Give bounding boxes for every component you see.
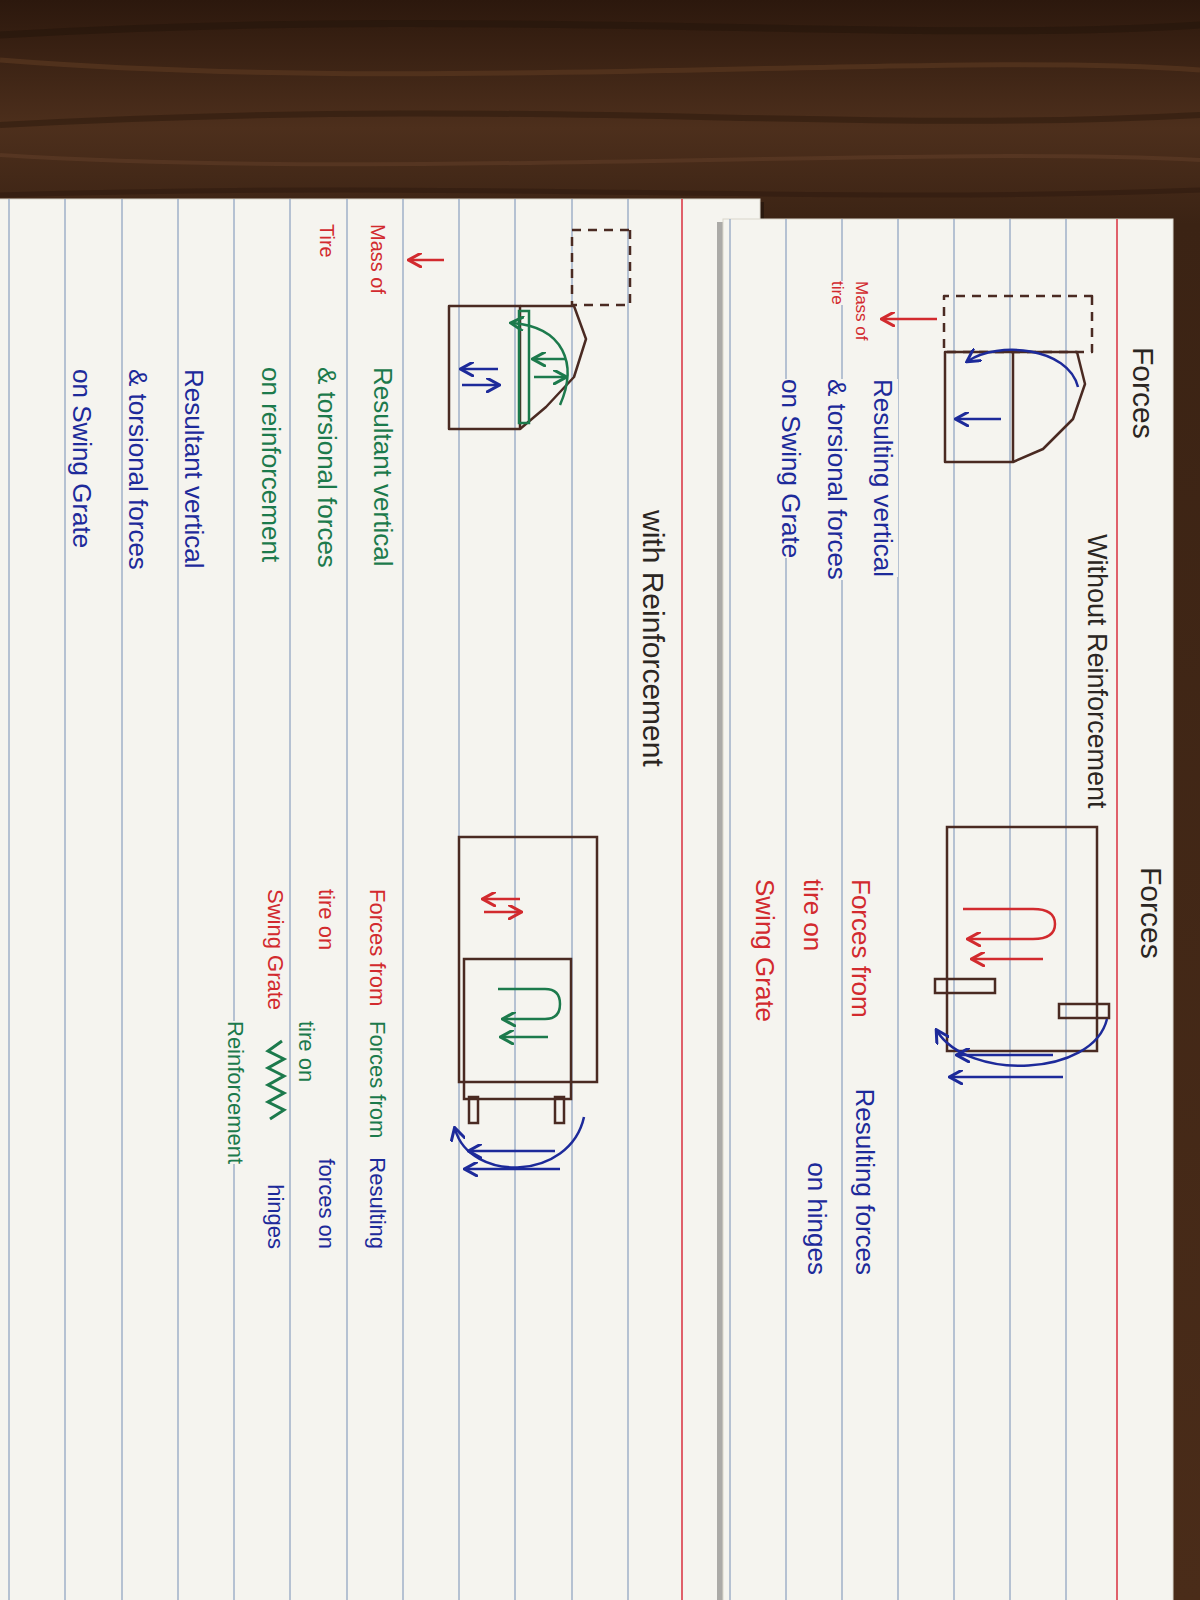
force-arrow — [462, 368, 498, 371]
force-label: Resulting forces on hinges — [802, 1089, 880, 1275]
force-arrow — [973, 958, 1043, 961]
red-rule — [1116, 219, 1118, 1600]
card-subheading: Without Reinforcement — [1082, 534, 1112, 809]
force-label-slot: Resultant vertical & torsional forces on… — [54, 369, 222, 570]
force-arrow — [534, 358, 565, 361]
wood-grain-line — [0, 23, 1200, 35]
reinforcement-plate — [519, 311, 529, 423]
upper-card — [717, 219, 1173, 1600]
hinge-sketch — [1059, 1004, 1109, 1018]
force-label: Resultant vertical & torsional forces on… — [256, 367, 398, 568]
blue-rule — [233, 199, 235, 1600]
blue-rules — [9, 199, 628, 1600]
wood-grain-line — [0, 113, 1200, 125]
card-subheading: with Reinforcement — [637, 510, 670, 767]
card-heading-slot: Forces — [1126, 347, 1160, 439]
card-heading: Forces — [1127, 347, 1160, 439]
blue-rule — [627, 199, 629, 1600]
card-paper — [723, 219, 1173, 1600]
blue-rule — [571, 199, 573, 1600]
force-arrow — [951, 1076, 1063, 1079]
hinge-sketch — [935, 979, 995, 993]
force-arrow — [484, 911, 520, 914]
force-label-slot: Forces from tire on Reinforcement — [200, 1021, 413, 1164]
index-card: ForcesForcesWithout ReinforcementMass of… — [723, 219, 1173, 1600]
torsion-arrow — [937, 1019, 1107, 1066]
card-subheading-slot: Without Reinforcement — [1080, 534, 1114, 809]
weight-arrow — [883, 318, 937, 321]
tire-outline-dashed — [944, 296, 1092, 352]
wood-grain-line — [0, 155, 1200, 164]
torsion-arrow — [968, 350, 1078, 387]
blue-rule — [402, 199, 404, 1600]
wood-grain — [0, 23, 1200, 195]
force-label: Resultant vertical & torsional forces on… — [67, 369, 209, 570]
force-label-slot: Resulting vertical & torsional forces on… — [768, 379, 906, 580]
blue-rule — [346, 199, 348, 1600]
weight-arrow — [410, 259, 444, 262]
force-arrow — [462, 384, 498, 387]
card-heading-slot: Forces — [1134, 867, 1168, 959]
index-card: with Reinforcement Mass of TireResultant … — [0, 199, 760, 1600]
force-arrow — [470, 1150, 555, 1153]
force-label: Forces from tire on Swing Grate — [750, 879, 876, 1022]
torsion-arrow — [963, 909, 1055, 939]
card-heading: Forces — [1135, 867, 1168, 959]
card-subheading-slot: with Reinforcement — [635, 510, 671, 767]
blue-rules — [730, 219, 1066, 1600]
swing-grate-sketch — [945, 352, 1013, 462]
torsion-arrow — [512, 323, 567, 405]
wood-grain-line — [0, 60, 1200, 74]
force-arrow — [957, 418, 1001, 421]
torsion-arrow — [455, 1117, 584, 1167]
force-arrow — [534, 376, 565, 379]
red-rule — [681, 199, 683, 1600]
blue-rule — [8, 199, 10, 1600]
blue-rule — [289, 199, 291, 1600]
tire-sketch — [1013, 352, 1085, 462]
force-label: Resulting vertical & torsional forces on… — [776, 379, 898, 580]
force-label-slot: Resultant vertical & torsional forces on… — [243, 367, 411, 568]
force-arrow — [502, 1036, 548, 1039]
force-arrow — [484, 898, 520, 901]
tire-sketch — [520, 306, 586, 429]
force-label: Forces from tire on Reinforcement — [223, 1021, 390, 1164]
reinforcement-sketch — [464, 959, 571, 1099]
blue-rule — [953, 219, 955, 1600]
force-label: Forces from tire on Swing Grate — [263, 889, 390, 1010]
swing-grate-sketch — [449, 306, 520, 429]
force-label-slot: Resulting forces on hinges — [250, 1149, 403, 1249]
force-label: Mass of tire — [828, 281, 871, 341]
blue-rule — [729, 219, 731, 1600]
force-label: Mass of Tire — [316, 224, 389, 294]
force-arrow — [958, 1054, 1053, 1057]
top-view-sketch — [935, 827, 1109, 1051]
side-view-sketch — [944, 296, 1092, 462]
wood-grain-line — [0, 190, 1200, 195]
torsion-arrow — [498, 989, 560, 1019]
force-label-slot: Forces from tire on Swing Grate — [741, 879, 885, 1023]
force-arrow — [466, 1168, 560, 1171]
hinge-sketch — [555, 1097, 564, 1123]
top-view-sketch — [459, 837, 597, 1123]
hinge-sketch — [469, 1097, 478, 1123]
crossed-out-scribble — [268, 1041, 284, 1119]
lower-card — [0, 199, 764, 1600]
force-label-slot: Resulting forces on hinges — [793, 1063, 889, 1275]
force-label: Resulting forces on hinges — [263, 1157, 390, 1249]
tire-outline-dashed — [572, 230, 630, 305]
force-label-slot: Mass of tire — [825, 281, 873, 351]
force-label-slot: Forces from tire on Swing Grate — [250, 889, 403, 1011]
blue-rule — [64, 199, 66, 1600]
force-label-slot: Mass of Tire — [301, 224, 403, 309]
card-paper — [0, 199, 760, 1600]
side-view-sketch — [449, 230, 630, 429]
